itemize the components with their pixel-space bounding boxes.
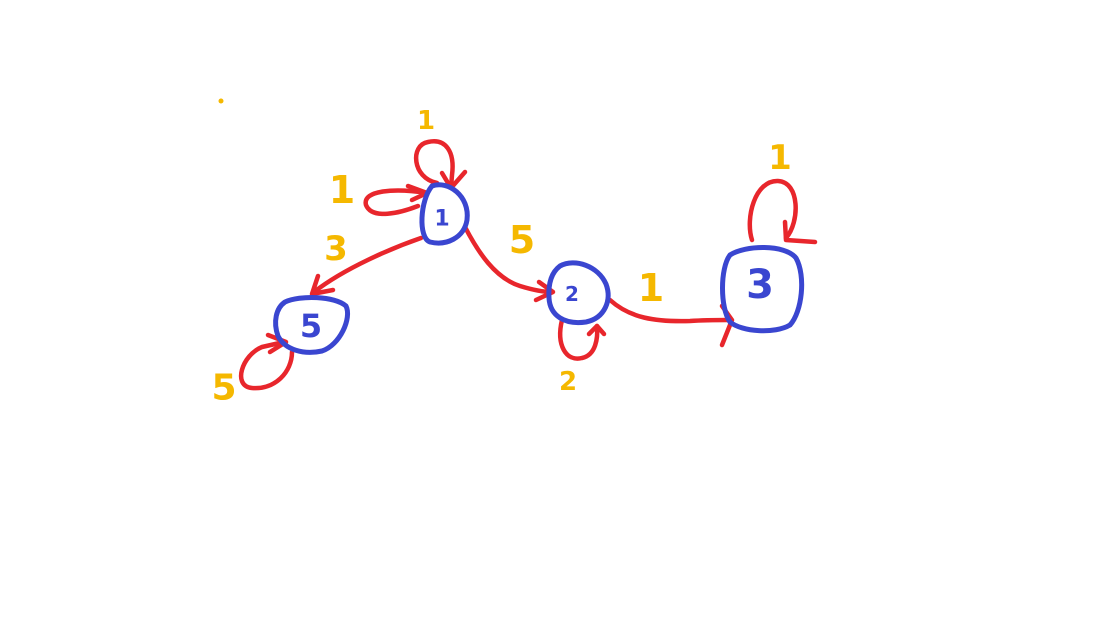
weight-1-1-left: 1	[329, 168, 355, 212]
weight-3-3: 1	[768, 138, 792, 178]
edge-5-5	[239, 332, 295, 391]
node-2-label: 2	[565, 282, 579, 306]
edge-3-3	[747, 178, 818, 245]
weight-2-2: 2	[559, 367, 577, 397]
node-5: 5	[273, 294, 350, 355]
node-2: 2	[546, 260, 611, 326]
node-3: 3	[720, 245, 805, 334]
node-1-label: 1	[434, 207, 449, 232]
weight-1-5: 3	[324, 229, 348, 269]
edge-1-1-top	[413, 139, 468, 191]
node-3-label: 3	[746, 262, 774, 308]
edge-1-2	[462, 224, 556, 303]
edge-2-2	[558, 317, 607, 361]
weight-1-1-top: 1	[417, 106, 435, 136]
node-1: 1	[419, 182, 470, 246]
node-5-label: 5	[300, 307, 322, 345]
weight-5-5: 5	[211, 368, 236, 409]
weight-2-3: 1	[638, 266, 664, 310]
stray-dot	[218, 98, 224, 104]
weight-1-2: 5	[509, 218, 535, 262]
edge-2-3	[607, 297, 735, 348]
edge-1-5	[309, 235, 424, 297]
edge-1-1-left	[363, 183, 430, 217]
